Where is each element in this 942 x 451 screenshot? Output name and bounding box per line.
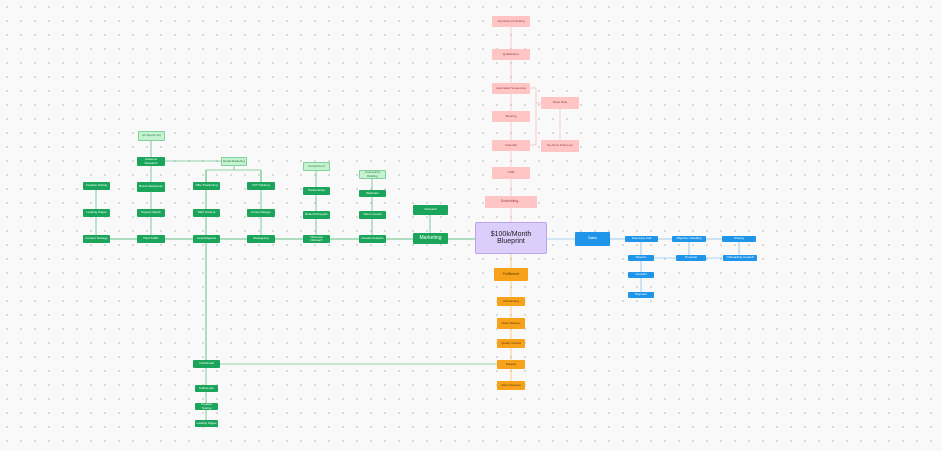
green-node-10[interactable]: Offer Positioning <box>193 182 220 190</box>
blue-node-6[interactable]: Onboarding Handoff <box>723 255 757 261</box>
green-node-18[interactable]: Referral Program <box>303 211 330 219</box>
green-node-14[interactable]: Funnel Design <box>247 209 275 217</box>
green-node-7[interactable]: Organic Reach <box>137 209 165 217</box>
green-node-3[interactable]: Landing Pages <box>83 209 110 217</box>
blue-node-5[interactable]: Proposal <box>676 255 706 261</box>
green-node-27[interactable]: Creative Testing <box>195 403 218 410</box>
orange-node-3[interactable]: Quality Control <box>497 339 525 348</box>
green-node-2[interactable]: Creative Testing <box>83 182 110 190</box>
green-node-26[interactable]: Follow-ups <box>195 385 218 392</box>
green-node-6[interactable]: Brand Awareness <box>137 182 165 192</box>
green-node-5[interactable]: Audience Research <box>137 157 165 166</box>
blue-node-3[interactable]: Closing <box>722 236 756 242</box>
green-node-11[interactable]: SEO Content <box>193 209 220 217</box>
pink-node-6[interactable]: CRM <box>492 167 530 179</box>
green-node-1[interactable]: Ad Spend (%) <box>138 131 165 141</box>
orange-node-1[interactable]: Onboarding <box>497 297 525 306</box>
green-node-16[interactable]: Social Proof <box>303 162 330 171</box>
orange-node-2[interactable]: Client Delivery <box>497 318 525 329</box>
orange-node-4[interactable]: Support <box>497 360 525 369</box>
green-node-8[interactable]: Paid Traffic <box>137 235 165 243</box>
pink-node-7[interactable]: Show Rate <box>541 97 579 109</box>
blue-node-2[interactable]: Objection Handling <box>672 236 706 242</box>
pink-node-8[interactable]: No-show Follow-up <box>541 140 579 152</box>
green-node-13[interactable]: KPI Tracking <box>247 182 275 190</box>
orange-node-5[interactable]: Client Success <box>497 381 525 390</box>
marketing-node[interactable]: Marketing <box>413 233 448 244</box>
green-node-20[interactable]: Community Building <box>359 170 386 179</box>
pink-node-3[interactable]: Automated Sequences <box>492 83 530 94</box>
green-node-22[interactable]: Video Content <box>359 211 386 219</box>
green-node-24[interactable]: Outreach <box>413 205 448 215</box>
green-node-15[interactable]: Retargeting <box>247 235 275 243</box>
pink-node-2[interactable]: Qualification <box>492 49 530 60</box>
center-node[interactable]: $100k/Month Blueprint <box>475 222 547 254</box>
green-node-9[interactable]: Email Marketing <box>221 157 247 166</box>
scheduling-node[interactable]: Scheduling... <box>485 196 537 208</box>
pink-node-1[interactable]: Appointment Setting <box>492 16 530 27</box>
green-node-23[interactable]: Growth Analytics <box>359 235 386 243</box>
blue-node-4[interactable]: Pipeline <box>628 255 654 261</box>
green-node-21[interactable]: Webinars <box>359 190 386 197</box>
green-node-19[interactable]: Influencer Outreach <box>303 235 330 243</box>
fulfillment-node[interactable]: Fulfillment <box>494 268 528 281</box>
blue-node-1[interactable]: Discovery Call <box>625 236 658 242</box>
pink-node-4[interactable]: Booking <box>492 111 530 122</box>
green-node-25[interactable]: Cold Email <box>193 360 220 368</box>
green-node-12[interactable]: Lead Magnets <box>193 235 220 243</box>
green-node-17[interactable]: Partnerships <box>303 187 330 195</box>
green-node-4[interactable]: Content Strategy <box>83 235 110 243</box>
blue-node-7[interactable]: Contract <box>628 272 654 278</box>
green-node-28[interactable]: Landing Pages <box>195 420 218 427</box>
sales-node[interactable]: Sales <box>575 232 610 246</box>
pink-node-5[interactable]: Calendar <box>492 140 530 151</box>
blue-node-8[interactable]: Payment <box>628 292 654 298</box>
